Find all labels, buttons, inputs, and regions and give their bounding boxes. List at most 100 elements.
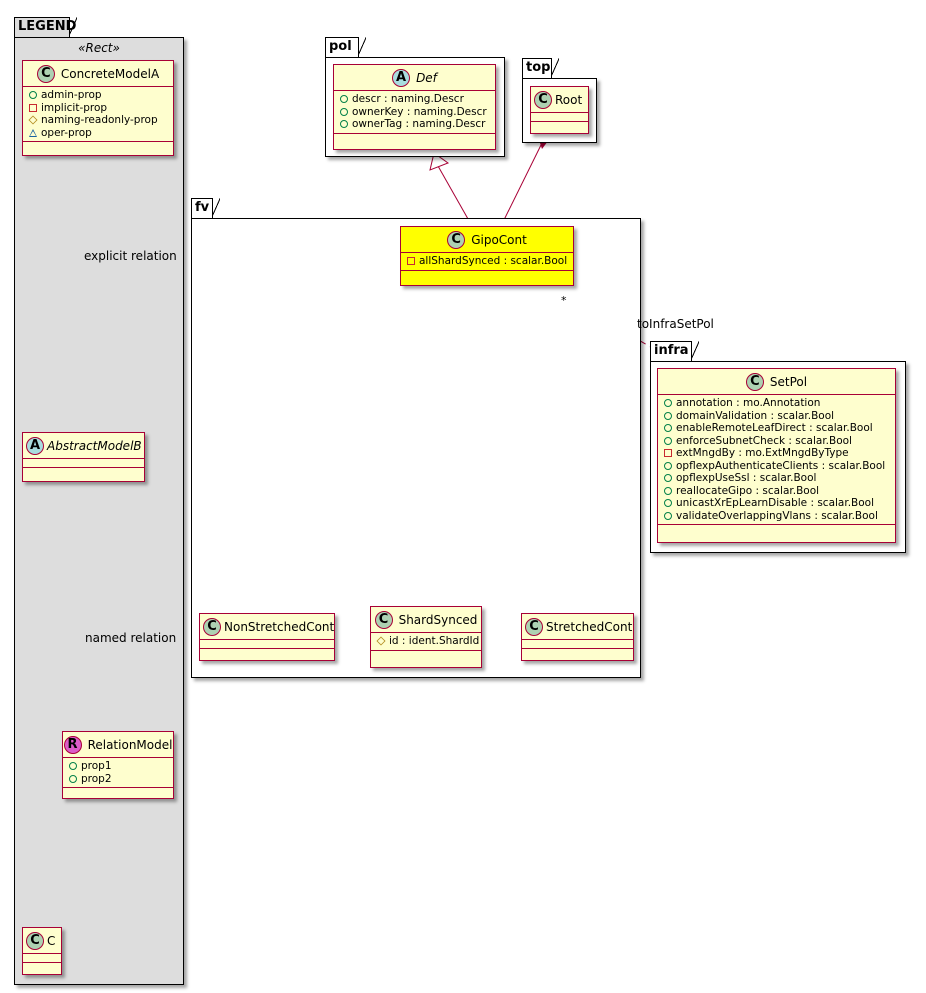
class-shardsynced[interactable]: C ShardSynced id : ident.ShardId: [370, 606, 482, 668]
public-visibility-icon: [664, 411, 672, 420]
class-abstractmodelb[interactable]: A AbstractModelB: [22, 432, 145, 482]
class-stereotype-icon: C: [745, 372, 764, 391]
attribute-text: opflexpUseSsl : scalar.Bool: [676, 472, 817, 484]
class-operations: [23, 468, 144, 476]
class-name: NonStretchedCont: [224, 619, 335, 634]
public-visibility-icon: [664, 474, 672, 483]
legend-stereotype: «Rect»: [78, 41, 120, 55]
class-header: C Root: [531, 87, 588, 113]
attribute-row: annotation : mo.Annotation: [664, 397, 889, 410]
class-gipocont[interactable]: C GipoCont allShardSynced : scalar.Bool: [400, 226, 574, 286]
relation-stereotype-icon: R: [63, 735, 82, 754]
class-header: C ShardSynced: [371, 607, 481, 633]
attribute-text: admin-prop: [41, 89, 102, 101]
top-package-tab: top: [522, 58, 559, 78]
private-visibility-icon: [407, 257, 415, 266]
public-visibility-icon: [664, 399, 672, 408]
attribute-text: enableRemoteLeafDirect : scalar.Bool: [676, 422, 873, 434]
public-visibility-icon: [69, 762, 77, 771]
class-name: GipoCont: [471, 232, 527, 247]
attribute-row: descr : naming.Descr: [340, 93, 489, 106]
attribute-text: annotation : mo.Annotation: [676, 397, 821, 409]
inheritance-arrowhead: [429, 152, 450, 171]
legend-package-body: [14, 37, 184, 985]
public-visibility-icon: [664, 511, 672, 520]
class-def[interactable]: A Def descr : naming.Descr ownerKey : na…: [333, 64, 496, 150]
abstract-stereotype-icon: A: [392, 68, 411, 87]
attribute-row: domainValidation : scalar.Bool: [664, 410, 889, 423]
class-attributes: prop1 prop2: [63, 758, 173, 788]
fv-package-tab: fv: [191, 198, 220, 218]
attribute-row: enableRemoteLeafDirect : scalar.Bool: [664, 422, 889, 435]
class-header: A AbstractModelB: [23, 433, 144, 459]
fv-package-body: [191, 218, 641, 678]
attribute-text: prop1: [81, 760, 112, 772]
class-stereotype-icon: C: [525, 617, 543, 636]
class-operations: [63, 788, 173, 796]
to-infra-multiplicity-label: *: [561, 294, 567, 307]
class-name: Def: [416, 70, 437, 85]
class-name: SetPol: [769, 374, 808, 389]
class-c[interactable]: C C: [22, 927, 62, 975]
attribute-row: ownerTag : naming.Descr: [340, 118, 489, 131]
class-name: C: [47, 933, 56, 948]
class-relationmodel[interactable]: R RelationModel prop1 prop2: [62, 731, 174, 799]
class-name: Root: [555, 92, 583, 107]
class-operations: [23, 963, 61, 971]
class-attributes: allShardSynced : scalar.Bool: [401, 253, 573, 271]
class-concretemodela[interactable]: C ConcreteModelA admin-prop implicit-pro…: [22, 60, 174, 156]
attribute-text: validateOverlappingVlans : scalar.Bool: [676, 509, 878, 522]
named-relation-label: named relation: [85, 631, 177, 645]
class-stereotype-icon: C: [26, 931, 44, 950]
class-name: AbstractModelB: [47, 438, 142, 453]
to-infra-setpol-label: toInfraSetPol: [637, 317, 714, 331]
class-attributes: [522, 640, 633, 649]
class-header: C SetPol: [658, 369, 895, 395]
class-attributes: [531, 113, 588, 122]
attribute-row: allShardSynced : scalar.Bool: [407, 255, 567, 268]
private-visibility-icon: [664, 449, 672, 458]
public-visibility-icon: [664, 436, 672, 445]
class-attributes: descr : naming.Descr ownerKey : naming.D…: [334, 91, 495, 134]
class-root[interactable]: C Root: [530, 86, 589, 134]
class-stereotype-icon: C: [36, 64, 55, 83]
attribute-text: domainValidation : scalar.Bool: [676, 409, 835, 422]
public-visibility-icon: [664, 424, 672, 433]
class-header: C C: [23, 928, 61, 954]
class-header: A Def: [334, 65, 495, 91]
public-visibility-icon: [664, 499, 672, 508]
class-name: ShardSynced: [398, 612, 478, 627]
class-header: C ConcreteModelA: [23, 61, 173, 87]
attribute-row: ownerKey : naming.Descr: [340, 106, 489, 119]
attribute-row: admin-prop: [29, 89, 167, 102]
class-operations: [522, 649, 633, 657]
class-operations: [371, 651, 481, 659]
class-header: C GipoCont: [401, 227, 573, 253]
infra-package-tab: infra: [650, 341, 699, 361]
attribute-row: prop1: [69, 760, 167, 773]
public-visibility-icon: [340, 107, 348, 116]
attribute-text: reallocateGipo : scalar.Bool: [676, 484, 820, 497]
attribute-row: opflexpAuthenticateClients : scalar.Bool: [664, 460, 889, 473]
public-visibility-icon: [69, 774, 77, 783]
class-stretchedcont[interactable]: C StretchedCont: [521, 613, 634, 661]
root-composition-edge: [500, 142, 543, 227]
class-operations: [658, 525, 895, 533]
class-stereotype-icon: C: [447, 230, 466, 249]
public-visibility-icon: [340, 120, 348, 129]
class-header: R RelationModel: [63, 732, 173, 758]
attribute-text: ownerTag : naming.Descr: [352, 118, 486, 130]
class-nonstretchedcont[interactable]: C NonStretchedCont: [199, 613, 335, 661]
pol-package-tab: pol: [325, 37, 366, 57]
attribute-text: implicit-prop: [41, 101, 108, 114]
attribute-row: reallocateGipo : scalar.Bool: [664, 485, 889, 498]
public-visibility-icon: [29, 91, 37, 100]
legend-package-tab: LEGEND: [14, 17, 77, 37]
class-stereotype-icon: C: [534, 90, 552, 109]
attribute-text: descr : naming.Descr: [352, 93, 464, 105]
public-visibility-icon: [664, 461, 672, 470]
attribute-row: prop2: [69, 773, 167, 786]
attribute-text: allShardSynced : scalar.Bool: [419, 255, 568, 267]
attribute-row: unicastXrEpLearnDisable : scalar.Bool: [664, 497, 889, 510]
